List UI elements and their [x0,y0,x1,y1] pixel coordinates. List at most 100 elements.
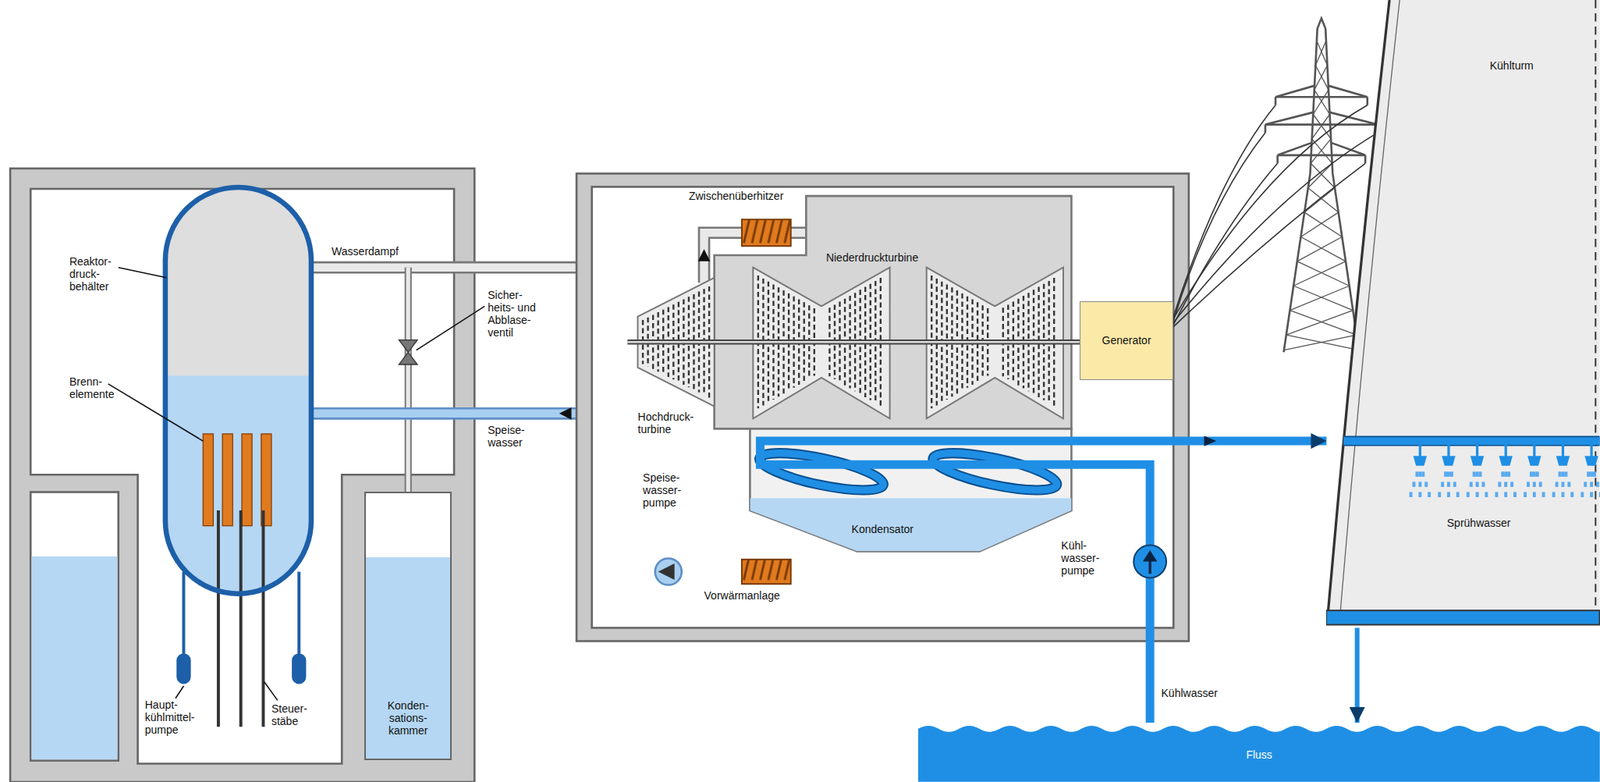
reactor-building [31,556,118,760]
cooling-tower-outline [1438,491,1442,497]
turbine-hall [576,173,1189,641]
cooling-tower-outline [1475,481,1480,487]
power-line [1173,105,1276,317]
cooling-tower-outline [1539,481,1543,487]
power-pylon [1286,310,1354,335]
cooling-tower-outline [1561,481,1565,487]
cooling-tower-outline [1532,471,1537,477]
turbine-shaft [627,340,1079,344]
cooling-water-pump [1133,545,1167,579]
safety-valve [398,340,418,365]
reactor-vessel [216,510,220,727]
power-pylon [1308,188,1339,213]
cooling-tower-outline [1524,491,1528,497]
cooling-tower-outline [1444,471,1448,477]
reactor-vessel [165,187,312,594]
cooling-tower-outline [1447,471,1451,477]
turbine-shaft [627,339,1079,345]
power-pylon [1289,285,1349,310]
node-label: Fluss [1245,748,1272,761]
power-line [1173,105,1378,327]
power-pylon [1314,65,1328,90]
cooling-tower-outline [1513,491,1517,497]
part-label: Speise- wasser [487,423,525,449]
cooling-tower-outline [1529,440,1540,465]
power-pylon [1315,65,1329,90]
power-line [1173,132,1266,321]
cooling-tower-outline [1561,491,1565,497]
cooling-tower-outline [1498,481,1502,487]
cooling-tower-outline [1561,471,1565,477]
cooling-tower-outline [1590,491,1594,497]
power-pylon [1297,236,1343,261]
condenser [756,445,887,498]
cooling-tower-outline [1592,471,1597,477]
preheater [741,559,792,584]
cooling-tower-outline [1590,471,1594,477]
cooling-tower-outline [1469,481,1473,487]
leader-line [175,685,184,699]
power-pylon [1300,212,1338,237]
generator-box: Generator [1079,301,1174,380]
cooling-tower-outline [1529,471,1533,477]
condenser [929,445,1060,498]
cooling-tower-outline [1495,491,1499,497]
reactor-vessel [152,187,327,727]
cooling-tower-outline [1479,471,1483,477]
reactor-vessel [202,433,213,526]
part-label: Wasserdampf [331,244,399,258]
cooling-tower-outline [1552,491,1556,497]
cooling-tower-outline [1472,440,1483,465]
reheater [741,219,792,246]
part-label: Speise- wasser- pumpe [642,471,682,509]
cooling-tower-outline [1450,471,1454,477]
reactor-vessel [239,510,243,727]
cooling-tower-outline [1526,481,1530,487]
condenser [929,445,1060,498]
reactor-vessel [181,571,185,656]
part-label: Brenn- elemente [69,375,115,401]
node-label: Generator [1102,333,1152,347]
cooling-tower-outline [1504,491,1508,497]
cooling-tower-outline [1595,0,1597,611]
power-line [1173,163,1366,327]
cooling-tower-outline [1586,440,1597,465]
power-pylon [1265,96,1378,164]
cooling-tower-outline [1501,471,1505,477]
safety-valve [398,340,418,365]
node-label: Konden- sations- kammer [387,698,430,737]
cooling-tower: KühlturmSprühwasser [1326,0,1600,628]
reactor-vessel [241,433,252,526]
cooling-tower-outline [1419,471,1423,477]
cooling-tower-outline [1441,481,1445,487]
cooling-water-pump [1142,549,1157,561]
cooling-tower-outline [1453,481,1457,487]
cooling-tower-outline [1485,491,1489,497]
flow-arrow [1203,436,1217,447]
cooling-tower-outline [1482,481,1486,487]
turbine-housing [638,195,1072,429]
river-band: Fluss [918,722,1600,782]
power-pylon [1312,89,1329,114]
power-pylon [1304,188,1335,213]
cooling-tower-outline [1415,471,1420,477]
condenser [745,497,1083,559]
feedwater-pump [655,558,682,586]
reheater [741,219,792,246]
part-label: Zwischenüberhitzer [688,189,784,203]
power-pylon [1316,40,1328,65]
power-pylon [1284,18,1360,353]
power-pylon [1284,334,1357,351]
turbine-housing [714,195,1072,429]
power-pylon [1315,40,1327,65]
cooling-tower-outline [1587,471,1591,477]
power-pylon [1304,212,1342,237]
cooling-tower-outline [1326,0,1600,628]
cooling-tower-outline [1555,481,1559,487]
cooling-tower-outline [1419,491,1423,497]
cooling-tower-outline [1415,440,1426,465]
power-pylon [1293,261,1346,286]
cooling-tower-outline [1475,471,1480,477]
